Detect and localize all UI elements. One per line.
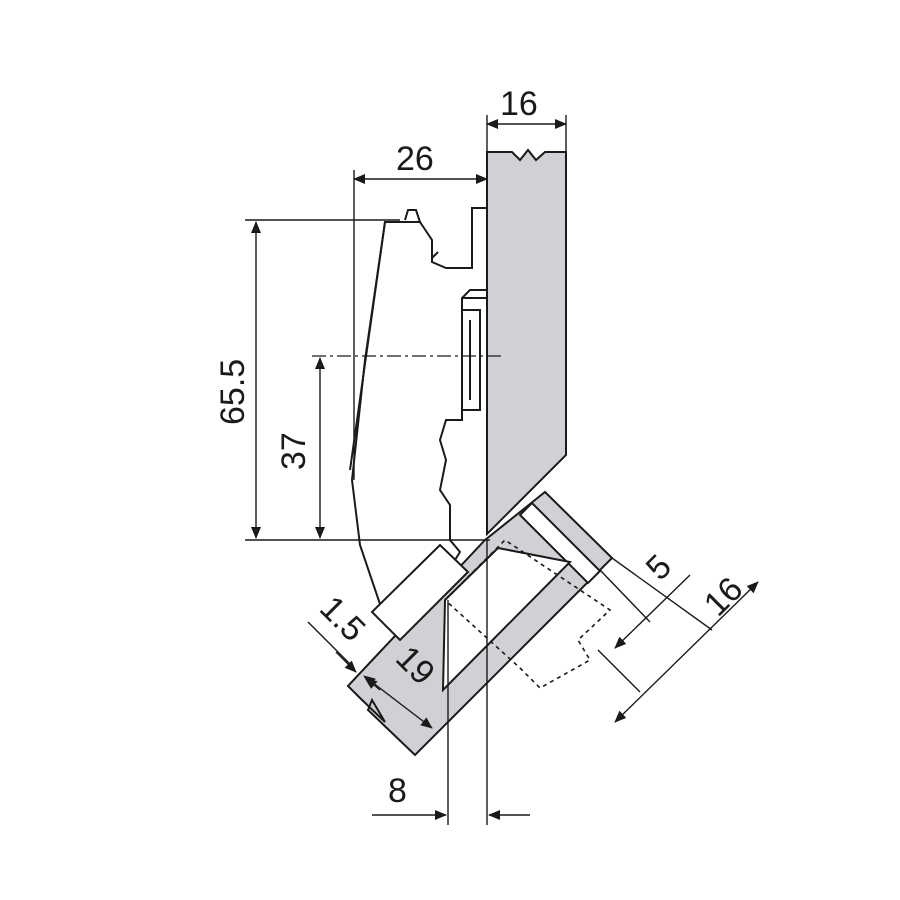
dim-label-65-5: 65.5: [214, 359, 252, 425]
dim-label-16-angled: 16: [697, 570, 751, 624]
cabinet-side-panel: [486, 148, 567, 537]
hinge-cup: [370, 543, 470, 642]
hinge-knob: [404, 209, 421, 223]
ext-5-a: [599, 569, 651, 623]
dim-line-19: [363, 675, 433, 729]
dim-line-16-angled: [614, 581, 759, 723]
dim-line-5: [614, 574, 691, 649]
dim-label-26: 26: [396, 140, 434, 178]
mounting-plate: [462, 297, 487, 411]
dim-line-1-5: [335, 651, 357, 673]
hinge-arm-edge: [349, 221, 439, 471]
dashed-cup-outline: [444, 538, 612, 689]
dim-label-16-top: 16: [500, 85, 538, 123]
ext-1-5-a: [307, 621, 351, 665]
dim-label-1-5: 1.5: [312, 589, 372, 649]
dim-label-8: 8: [388, 772, 407, 810]
dim-label-37: 37: [275, 432, 313, 470]
ext-16-a: [597, 649, 641, 693]
